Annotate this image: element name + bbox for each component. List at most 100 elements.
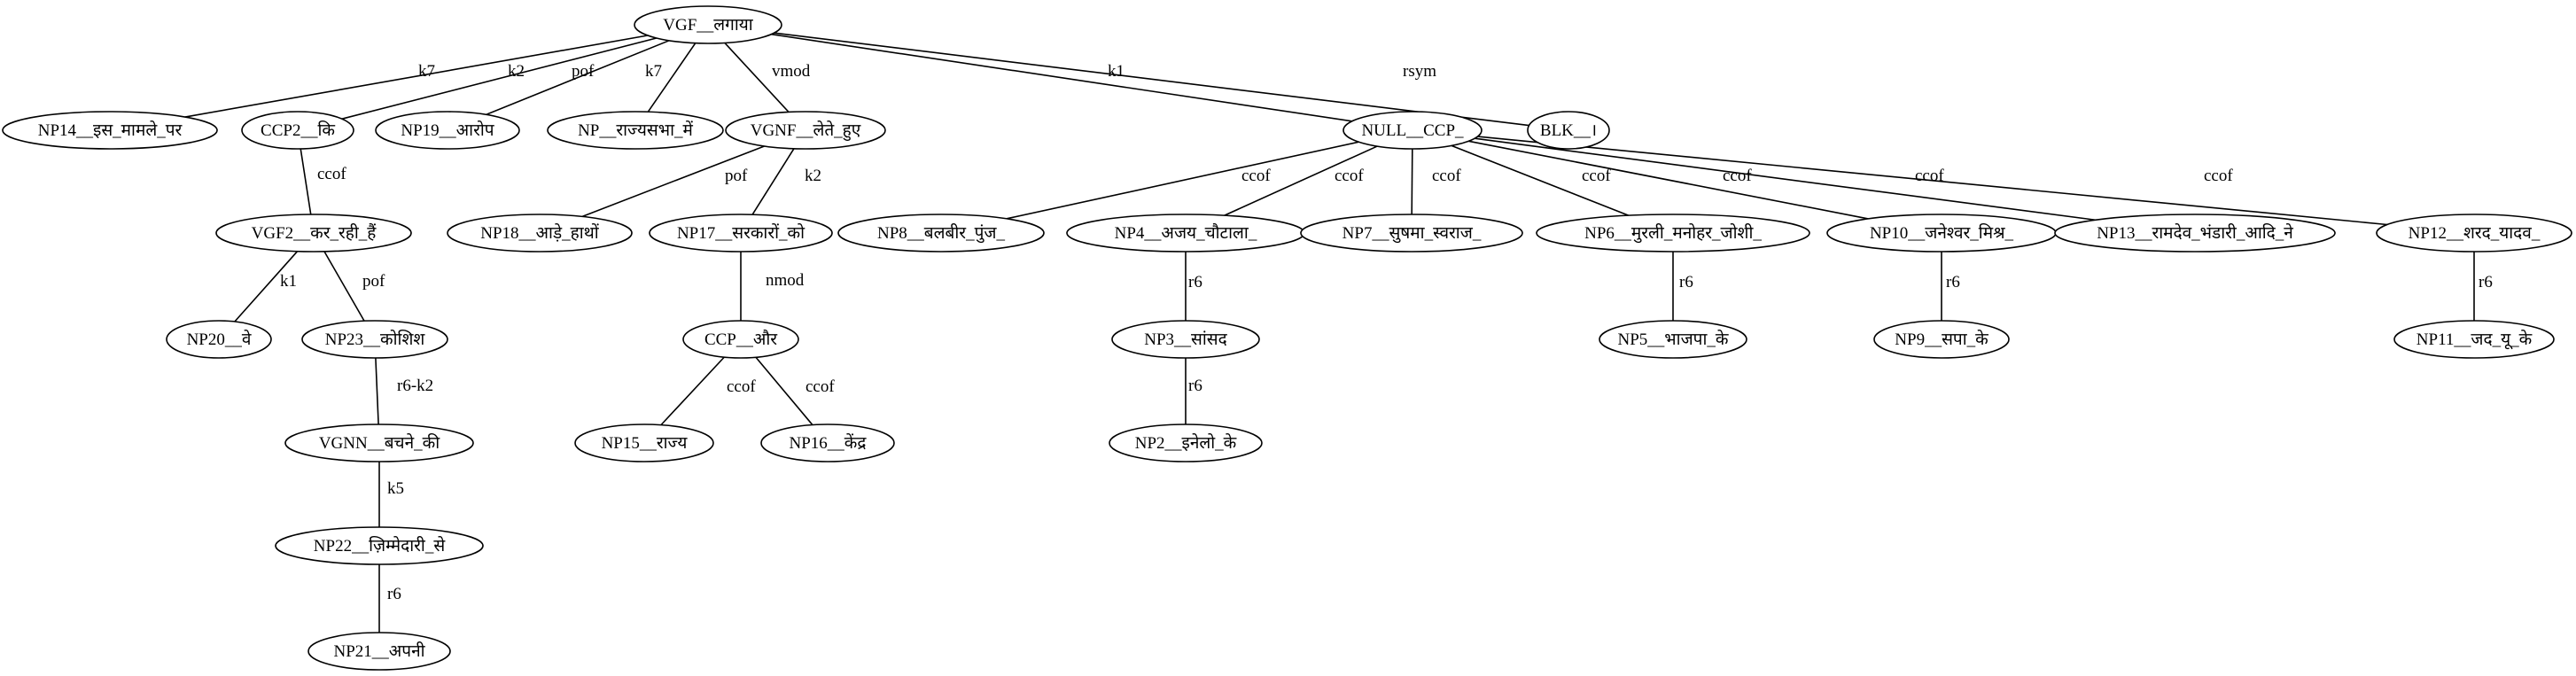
node-np16: NP16__केंद्र <box>760 423 895 462</box>
edge-label-null-np6: ccof <box>1582 167 1611 185</box>
node-label: NP12__शरद_यादव_ <box>2409 224 2541 243</box>
edge-label-root-np19: pof <box>572 62 595 81</box>
edge-null-np10 <box>1468 140 1869 220</box>
node-ellipse <box>1111 320 1260 359</box>
node-ellipse <box>1342 111 1483 150</box>
node-np11: NP11__जद_यू_के <box>2393 320 2555 359</box>
edge-label-null-np13: ccof <box>1915 167 1944 185</box>
edge-label-np4-np3: r6 <box>1188 273 1202 291</box>
node-np9: NP9__सपा_के <box>1873 320 2010 359</box>
node-label: NP9__सपा_के <box>1895 329 1988 349</box>
edge-label-null-np12: ccof <box>2204 167 2233 185</box>
edge-label-vgf2-np20: k1 <box>280 272 297 291</box>
edge-null-np12 <box>1477 136 2387 226</box>
node-ellipse <box>241 111 354 150</box>
edge-label-np23-vgnn: r6-k2 <box>397 377 433 395</box>
edge-root-vgnf <box>724 42 790 113</box>
node-label: NP18__आड़े_हाथों <box>480 222 600 243</box>
node-ellipse <box>284 423 474 462</box>
node-label: VGF2__कर_रही_हैं <box>252 222 377 243</box>
edge-label-vgnn-np22: k5 <box>387 479 404 498</box>
node-ellipse <box>649 214 833 253</box>
node-label: NP5__भाजपा_के <box>1618 329 1729 349</box>
node-vgnn: VGNN__बचने_की <box>284 423 474 462</box>
edge-np23-vgnn <box>375 357 379 425</box>
node-label: NP21__अपनी <box>333 641 425 661</box>
node-ellipse <box>215 214 412 253</box>
node-ellipse <box>2376 214 2572 253</box>
edge-vgnf-np17 <box>751 148 795 215</box>
node-ellipse <box>2054 214 2336 253</box>
node-label: NP19__आरोप <box>401 120 494 140</box>
edge-label-ccp2-vgf2: ccof <box>317 165 346 183</box>
edge-vgf2-np20 <box>234 251 299 322</box>
node-ellipse <box>307 632 451 671</box>
node-np21: NP21__अपनी <box>307 632 451 671</box>
node-np20: NP20__वे <box>166 320 272 359</box>
node-label: NP7__सुषमा_स्वराज_ <box>1342 224 1482 244</box>
node-ellipse <box>1599 320 1747 359</box>
edge-ccp-np15 <box>660 356 725 426</box>
edge-label-root-blk: rsym <box>1403 62 1436 81</box>
node-label: VGNF__लेते_हुए <box>751 120 861 142</box>
edge-label-ccp-np16: ccof <box>805 377 835 396</box>
node-label: NP15__राज्य <box>602 434 689 453</box>
node-label: CCP__और <box>704 329 778 349</box>
node-ellipse <box>1536 214 1810 253</box>
edge-null-np6 <box>1451 144 1629 216</box>
edge-null-np4 <box>1224 145 1378 216</box>
node-ellipse <box>1527 111 1610 150</box>
node-ellipse <box>2 111 218 150</box>
edge-root-null <box>771 33 1352 122</box>
node-label: NP__राज्यसभा_में <box>578 120 693 140</box>
node-label: NP22__ज़िम्मेदारी_से <box>314 535 447 556</box>
node-ellipse <box>166 320 272 359</box>
node-label: CCP2__कि <box>261 120 335 140</box>
node-label: NULL__CCP_ <box>1361 121 1464 140</box>
node-ellipse <box>574 423 714 462</box>
edge-label-ccp-np15: ccof <box>727 377 756 396</box>
node-np17: NP17__सरकारों_को <box>649 214 833 253</box>
edge-root-np19 <box>486 40 670 116</box>
node-ccp2: CCP2__कि <box>241 111 354 150</box>
node-label: NP23__कोशिश <box>325 329 426 349</box>
node-ellipse <box>837 214 1045 253</box>
edge-vgnf-np18 <box>581 145 765 218</box>
node-ellipse <box>447 214 633 253</box>
edge-label-root-vgnf: vmod <box>772 62 811 81</box>
node-ellipse <box>1873 320 2010 359</box>
node-ellipse <box>1109 423 1263 462</box>
edge-label-null-np8: ccof <box>1241 167 1271 185</box>
node-np18: NP18__आड़े_हाथों <box>447 214 633 253</box>
edge-label-vgf2-np23: pof <box>362 272 385 291</box>
node-label: NP11__जद_यू_के <box>2416 329 2533 350</box>
node-ellipse <box>1300 214 1523 253</box>
node-ellipse <box>547 111 724 150</box>
node-ellipse <box>2393 320 2555 359</box>
node-np13: NP13__रामदेव_भंडारी_आदि_ने <box>2054 214 2336 253</box>
node-label: NP6__मुरली_मनोहर_जोशी_ <box>1584 222 1762 244</box>
node-np5: NP5__भाजपा_के <box>1599 320 1747 359</box>
edge-vgf2-np23 <box>323 251 365 322</box>
node-np7: NP7__सुषमा_स्वराज_ <box>1300 214 1523 253</box>
node-np8: NP8__बलबीर_पुंज_ <box>837 214 1045 253</box>
node-label: NP20__वे <box>187 329 252 349</box>
node-label: NP10__जनेश्वर_मिश्र_ <box>1870 222 2014 243</box>
node-ellipse <box>682 320 799 359</box>
edge-label-root-np14: k7 <box>418 62 435 81</box>
node-np6: NP6__मुरली_मनोहर_जोशी_ <box>1536 214 1810 253</box>
node-np15: NP15__राज्य <box>574 423 714 462</box>
edge-ccp-np16 <box>755 356 813 426</box>
edge-label-root-null: k1 <box>1108 62 1125 81</box>
node-label: VGF__लगाया <box>663 16 754 35</box>
edge-label-null-np10: ccof <box>1723 167 1752 185</box>
edge-label-root-np: k7 <box>645 62 662 81</box>
edge-label-np12-np11: r6 <box>2479 273 2493 291</box>
edge-root-np14 <box>184 35 649 118</box>
edge-label-np10-np9: r6 <box>1946 273 1960 291</box>
edge-label-np6-np5: r6 <box>1679 273 1693 291</box>
edge-label-null-np4: ccof <box>1335 167 1364 185</box>
